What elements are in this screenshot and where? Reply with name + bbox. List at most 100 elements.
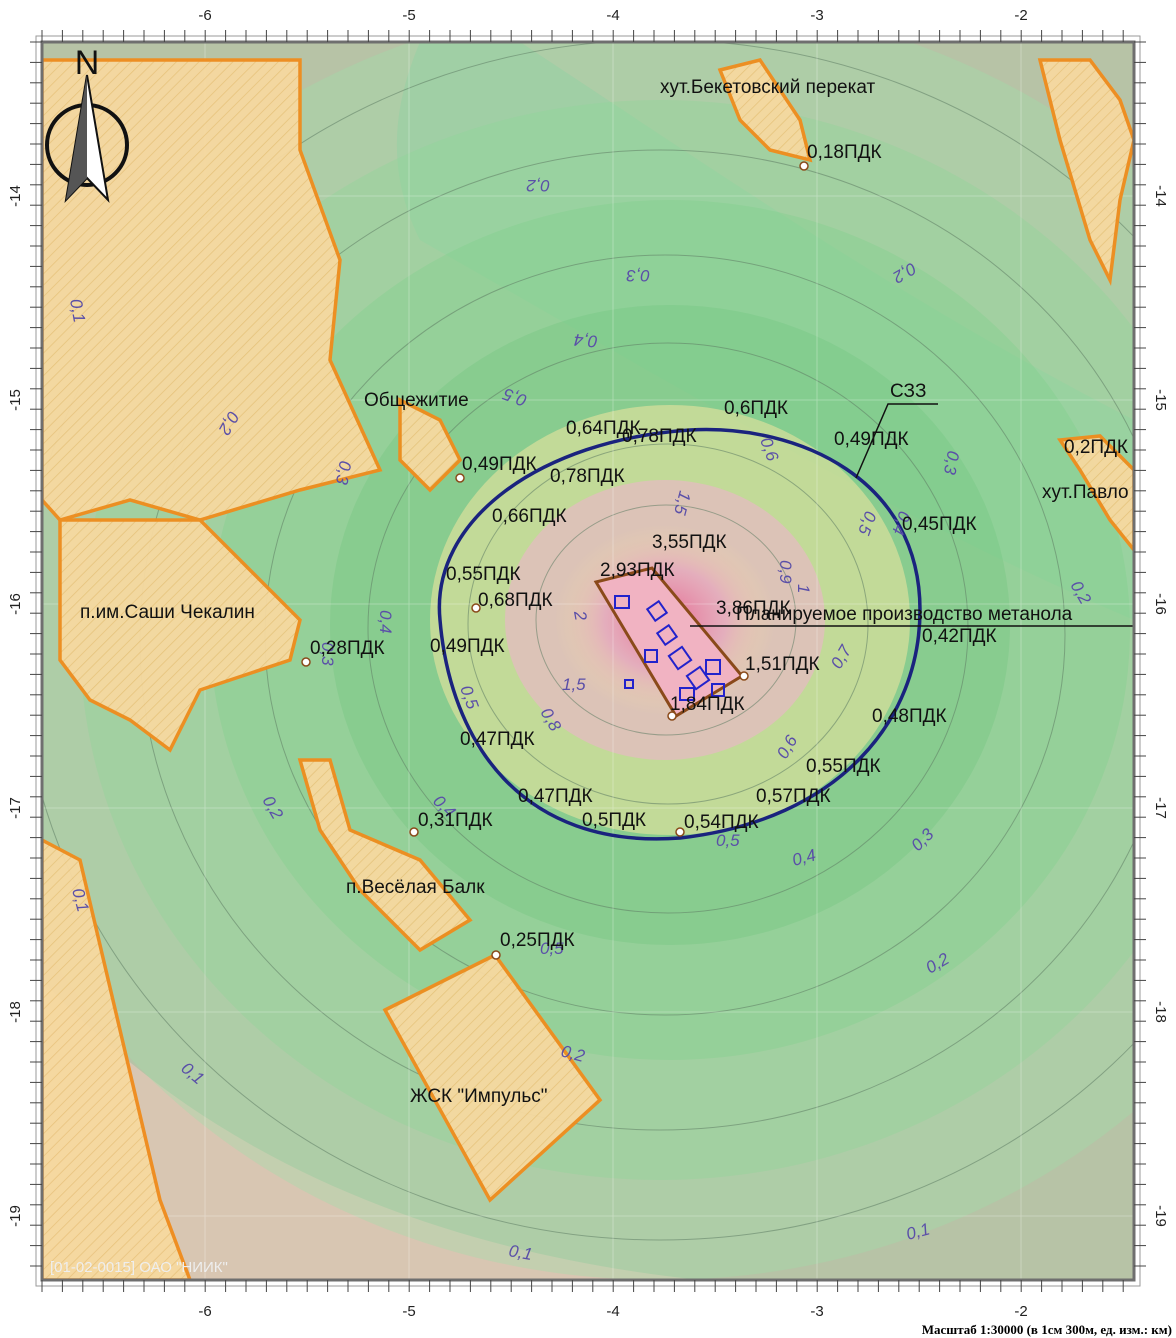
pdk-label: 0,55ПДК: [446, 564, 521, 585]
isoline-label: 0,5: [716, 831, 740, 850]
zone-southwest: [42, 838, 192, 1280]
x-tick: -5: [402, 7, 415, 24]
sanitary-zone-label: СЗЗ: [890, 381, 926, 402]
map-area[interactable]: [0, 0, 1176, 1280]
zone-dormitory: [398, 397, 463, 493]
x-tick: -2: [1014, 7, 1027, 24]
pdk-label: 2,93ПДК: [600, 560, 675, 581]
isoline-label: 0,3: [332, 459, 355, 486]
pdk-label: 0,47ПДК: [460, 729, 535, 750]
x-tick: -4: [606, 7, 619, 24]
x-tick: -5: [402, 1303, 415, 1320]
place-label-pavlovka: хут.Павло: [1042, 482, 1129, 503]
receptor-points: [301, 161, 809, 960]
map-frame: [30, 30, 1146, 1292]
pdk-label: 0,2ПДК: [1064, 437, 1128, 458]
zone-northwest: [42, 58, 383, 522]
river: [396, 42, 1134, 620]
scale-label: Масштаб 1:30000 (в 1см 300м, ед. изм.: к…: [922, 1322, 1172, 1337]
place-labels: хут.Бекетовский перекат Общежитие хут.Па…: [80, 77, 1129, 1107]
pdk-label: 0,45ПДК: [902, 514, 977, 535]
place-label-veselaya-balka: п.Весёлая Балк: [346, 877, 485, 898]
x-tick: -6: [198, 1303, 211, 1320]
y-tick: -14: [7, 185, 24, 207]
y-axis-right: -14 -15 -16 -17 -18 -19: [1152, 185, 1169, 1227]
place-label-zhsk-impuls: ЖСК "Импульс": [410, 1086, 547, 1107]
sanitary-protection-zone[interactable]: [437, 427, 922, 841]
pdk-label: 0,68ПДК: [478, 590, 553, 611]
y-tick: -17: [7, 797, 24, 819]
isoline-label: 1,5: [562, 675, 586, 694]
place-label-methanol-plant: Планируемое производство метанола: [736, 604, 1073, 625]
isoline-label: 1: [794, 584, 813, 593]
pdk-label: 0,49ПДК: [462, 454, 537, 475]
y-tick: -16: [7, 593, 24, 615]
pdk-labels: 0,18ПДК 0,6ПДК 0,49ПДК 0,2ПДК 0,64ПДК 0,…: [310, 142, 1128, 951]
x-tick: -4: [606, 1303, 619, 1320]
zone-zhsk-impuls: [382, 952, 603, 1203]
map-credit: [01-02-0015] ОАО "НИИК": [50, 1259, 228, 1276]
x-tick: -3: [810, 1303, 823, 1320]
zone-veselaya-balka: [297, 758, 473, 953]
x-axis-top: -6 -5 -4 -3 -2: [198, 7, 1027, 24]
pdk-label: 0,18ПДК: [807, 142, 882, 163]
pdk-label: 3,86ПДК: [716, 598, 791, 619]
pdk-label: 0,55ПДК: [806, 756, 881, 777]
pdk-label: 1,84ПДК: [670, 694, 745, 715]
isoline-label: 2: [570, 608, 591, 622]
isoline-label: 0,3: [318, 642, 337, 666]
pdk-label: 0,49ПДК: [430, 636, 505, 657]
isoline-label: 0,3: [626, 266, 650, 285]
zone-beketovsky: [717, 58, 813, 163]
y-tick: -15: [7, 389, 24, 411]
plant-buildings: [614, 595, 725, 701]
isoline-label: 0,4: [573, 330, 598, 351]
y-tick: -18: [1152, 1001, 1169, 1023]
pdk-label: 0,6ПДК: [724, 398, 788, 419]
isoline-label: 0,4: [376, 610, 395, 634]
y-tick: -14: [1152, 185, 1169, 207]
zone-northeast: [1037, 58, 1134, 286]
pdk-label: 0,57ПДК: [756, 786, 831, 807]
residential-zones: [42, 58, 1134, 1280]
y-axis-left: -14 -15 -16 -17 -18 -19: [7, 185, 24, 1227]
y-tick: -17: [1152, 797, 1169, 819]
x-axis-bottom: -6 -5 -4 -3 -2: [198, 1303, 1027, 1320]
place-label-dormitory: Общежитие: [364, 390, 469, 411]
pdk-label: 0,54ПДК: [684, 812, 759, 833]
isoline-label: 0,5: [540, 939, 564, 958]
y-tick: -19: [7, 1205, 24, 1227]
compass-letter: N: [75, 44, 100, 82]
pdk-label: 0,49ПДК: [834, 429, 909, 450]
place-label-beketovsky: хут.Бекетовский перекат: [660, 77, 875, 98]
y-tick: -16: [1152, 593, 1169, 615]
zone-pavlovka: [1056, 434, 1134, 553]
pdk-label: 0,78ПДК: [622, 426, 697, 447]
zone-sashi-chekalin: [58, 518, 302, 753]
isoline-label: 0,1: [507, 1241, 534, 1264]
pdk-label: 0,31ПДК: [418, 810, 493, 831]
southern-ground: [42, 980, 700, 1280]
place-label-sashi-chekalin: п.им.Саши Чекалин: [80, 602, 255, 623]
isoline-label: 0,3: [940, 449, 963, 476]
x-tick: -3: [810, 7, 823, 24]
pdk-label: 1,51ПДК: [745, 654, 820, 675]
pdk-label: 0,64ПДК: [566, 418, 641, 439]
x-tick: -6: [198, 7, 211, 24]
leader-lines: [690, 403, 1134, 627]
isoline-label: 0,2: [526, 176, 550, 195]
y-tick: -15: [1152, 389, 1169, 411]
y-tick: -19: [1152, 1205, 1169, 1227]
pdk-label: 0,28ПДК: [310, 638, 385, 659]
pdk-label: 0,25ПДК: [500, 930, 575, 951]
isoline-label: 0,1: [66, 297, 89, 324]
pdk-label: 0,47ПДК: [518, 786, 593, 807]
pdk-label: 0,42ПДК: [922, 626, 997, 647]
north-arrow-icon: N: [45, 44, 129, 204]
pdk-label: 0,5ПДК: [582, 810, 646, 831]
isoline-label: 0,9: [776, 560, 795, 584]
y-tick: -18: [7, 1001, 24, 1023]
x-tick: -2: [1014, 1303, 1027, 1320]
pdk-label: 0,78ПДК: [550, 466, 625, 487]
